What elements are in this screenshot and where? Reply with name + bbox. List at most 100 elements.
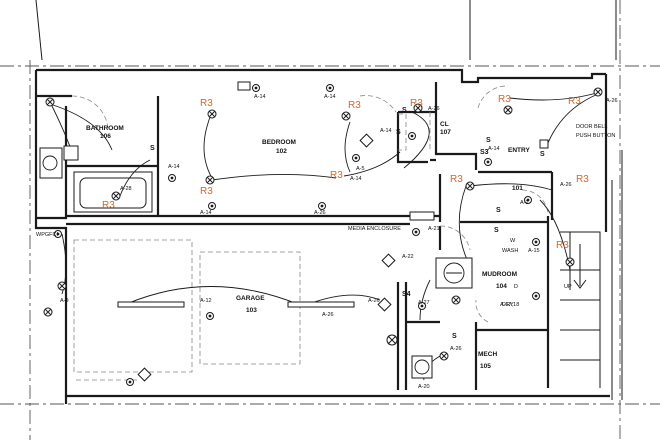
note-door-bell: DOOR BELL xyxy=(576,124,607,130)
room-number: 104 xyxy=(496,283,507,290)
walls xyxy=(34,68,623,404)
circuit-wiring xyxy=(49,91,601,381)
receptacle-icon xyxy=(54,230,62,238)
room-name: ENTRY xyxy=(508,147,530,154)
circuit-r3-label: R3 xyxy=(556,240,569,251)
ceiling-light-icon xyxy=(57,281,67,291)
circuit-designator: A-26 xyxy=(560,182,572,188)
receptacle-icon xyxy=(532,292,540,300)
equipment xyxy=(63,81,549,379)
junction-box-icon xyxy=(377,297,392,312)
garage-outlines xyxy=(73,239,301,381)
receptacle-icon xyxy=(408,132,416,140)
switches: S S S S S3 S S S S4 S xyxy=(150,107,545,340)
note-dryer-label: DRY xyxy=(502,302,514,308)
receptacle-icon xyxy=(126,378,134,386)
circuit-designator: A-14 xyxy=(380,128,392,134)
note-washer: W xyxy=(510,238,516,244)
room-name: BATHROOM xyxy=(86,125,124,132)
room-name: MECH xyxy=(478,351,497,358)
room-number: 103 xyxy=(246,307,257,314)
circuit-designator: A-14 xyxy=(200,210,212,216)
switch-symbol: S xyxy=(496,207,501,214)
note-washer-label: WASH xyxy=(502,248,518,254)
room-name: MUDROOM xyxy=(482,271,517,278)
receptacle-icon xyxy=(418,302,426,310)
ceiling-light-icon xyxy=(465,181,475,191)
room-name: GARAGE xyxy=(236,295,265,302)
circuit-r3-label: R3 xyxy=(498,94,511,105)
ceiling-light-icon xyxy=(341,111,351,121)
circuit-designator: A-14 xyxy=(350,176,362,182)
circuit-designator: A-15 xyxy=(528,248,540,254)
switch-symbol: S4 xyxy=(402,291,411,298)
circuit-r3-label: R3 xyxy=(348,100,361,111)
switch-symbol: S xyxy=(486,137,491,144)
circuit-designator: A-9 xyxy=(60,298,69,304)
receptacle-icon xyxy=(532,238,540,246)
receptacle-icon xyxy=(524,196,532,204)
switch-symbol: S xyxy=(540,151,545,158)
receptacle-icon xyxy=(318,202,326,210)
receptacle-icon xyxy=(206,312,214,320)
door-swings xyxy=(71,85,549,323)
receptacle-icon xyxy=(168,174,176,182)
circuit-designator: A-14 xyxy=(324,94,336,100)
notes: DOOR BELL PUSH BUTTON MEDIA ENCLOSURE W … xyxy=(36,124,615,308)
receptacle-icon xyxy=(252,84,260,92)
room-name: BEDROOM xyxy=(262,139,296,146)
circuit-designator: A-14 xyxy=(254,94,266,100)
room-number: 107 xyxy=(440,129,451,136)
junction-diamonds xyxy=(137,133,396,382)
circuit-r3-label: R3 xyxy=(200,186,213,197)
circuit-designator: A-21 xyxy=(428,226,440,232)
junction-box-icon xyxy=(381,253,396,268)
receptacle-icon xyxy=(412,228,420,236)
circuit-designator: A-20 xyxy=(418,384,430,390)
circuit-designator: A-26 xyxy=(368,298,380,304)
circuit-designator: A-12 xyxy=(200,298,212,304)
circuit-designator: A-26 xyxy=(450,346,462,352)
note-up: UP xyxy=(564,284,572,290)
garage-fixtures xyxy=(117,301,355,308)
receptacle-icon xyxy=(208,202,216,210)
switch-symbol: S xyxy=(452,333,457,340)
circuit-designator: A-28 xyxy=(120,186,132,192)
switch-symbol: S xyxy=(150,145,155,152)
circuit-r3-label: R3 xyxy=(102,200,115,211)
circuit-designator: A-17,18 xyxy=(500,302,519,308)
ceiling-light-icon xyxy=(439,351,449,361)
circuit-designator: A-26 xyxy=(606,98,618,104)
note-media-enclosure: MEDIA ENCLOSURE xyxy=(348,226,401,232)
note-push-button: PUSH BUTTON xyxy=(576,133,615,139)
note-wpgfci: WPGFCI xyxy=(36,232,58,238)
receptacle-icon xyxy=(326,84,334,92)
switch-symbol: S xyxy=(402,107,407,114)
ceiling-light-icon xyxy=(451,295,461,305)
circuit-designator: A-14 xyxy=(488,146,500,152)
junction-box-icon xyxy=(137,367,152,382)
ceiling-light-icon xyxy=(386,334,398,346)
room-number: 106 xyxy=(100,133,111,140)
room-number: 101 xyxy=(512,185,523,192)
ceiling-light-icon xyxy=(593,87,603,97)
room-labels: BATHROOM 106 BEDROOM 102 CL 107 ENTRY 10… xyxy=(86,121,530,370)
circuit-designator: A-26 xyxy=(322,312,334,318)
circuit-designator: A-26 xyxy=(428,106,440,112)
circuit-designator: A-22 xyxy=(402,254,414,260)
junction-box-icon xyxy=(359,133,374,148)
circuit-designator: A-14 xyxy=(168,164,180,170)
circuit-r3-label: R3 xyxy=(568,96,581,107)
ceiling-light-icon xyxy=(43,307,53,317)
light-fixtures xyxy=(43,87,603,361)
receptacle-icon xyxy=(352,154,360,162)
circuit-r3-tags: R3 R3 R3 R3 R3 R3 R3 R3 R3 R3 R3 xyxy=(102,94,589,251)
switch-symbol: S xyxy=(396,129,401,136)
circuit-r3-label: R3 xyxy=(200,98,213,109)
circuit-designator: A-26 xyxy=(314,210,326,216)
circuit-r3-label: R3 xyxy=(330,170,343,181)
ceiling-light-icon xyxy=(565,257,575,267)
ceiling-light-icon xyxy=(205,175,215,185)
